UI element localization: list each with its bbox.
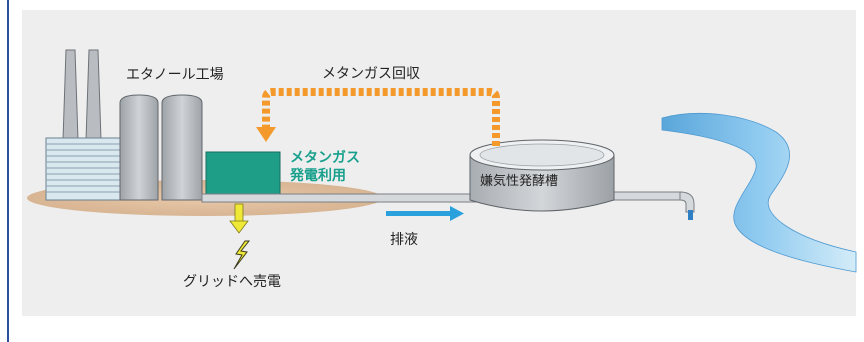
label-effluent: 排液 — [390, 232, 418, 248]
silos — [119, 94, 203, 201]
methane-power-unit — [205, 151, 281, 195]
diagram-panel — [22, 10, 856, 316]
effluent-pipe — [201, 193, 477, 203]
effluent-arrow — [386, 206, 464, 221]
label-fermentation-tank: 嫌気性発酵槽 — [480, 174, 559, 189]
river — [661, 113, 857, 273]
label-grid-sale: グリッドへ売電 — [183, 274, 281, 290]
page-frame-border — [7, 0, 9, 342]
grid-sale-arrow — [229, 203, 249, 234]
factory-building — [45, 137, 125, 201]
smokestacks — [62, 49, 102, 141]
outlet-pipe-icon — [611, 191, 695, 220]
label-ethanol-factory: エタノール工場 — [126, 67, 224, 83]
label-methane-recovery: メタンガス回収 — [322, 66, 420, 82]
label-methane-power-line2: 発電利用 — [290, 168, 346, 184]
anaerobic-fermentation-tank — [469, 139, 615, 212]
lightning-bolt-icon — [233, 240, 251, 270]
methane-recovery-arrowhead — [256, 127, 276, 142]
label-methane-power-line1: メタンガス — [290, 150, 360, 166]
methane-recovery-arrow — [262, 88, 500, 146]
